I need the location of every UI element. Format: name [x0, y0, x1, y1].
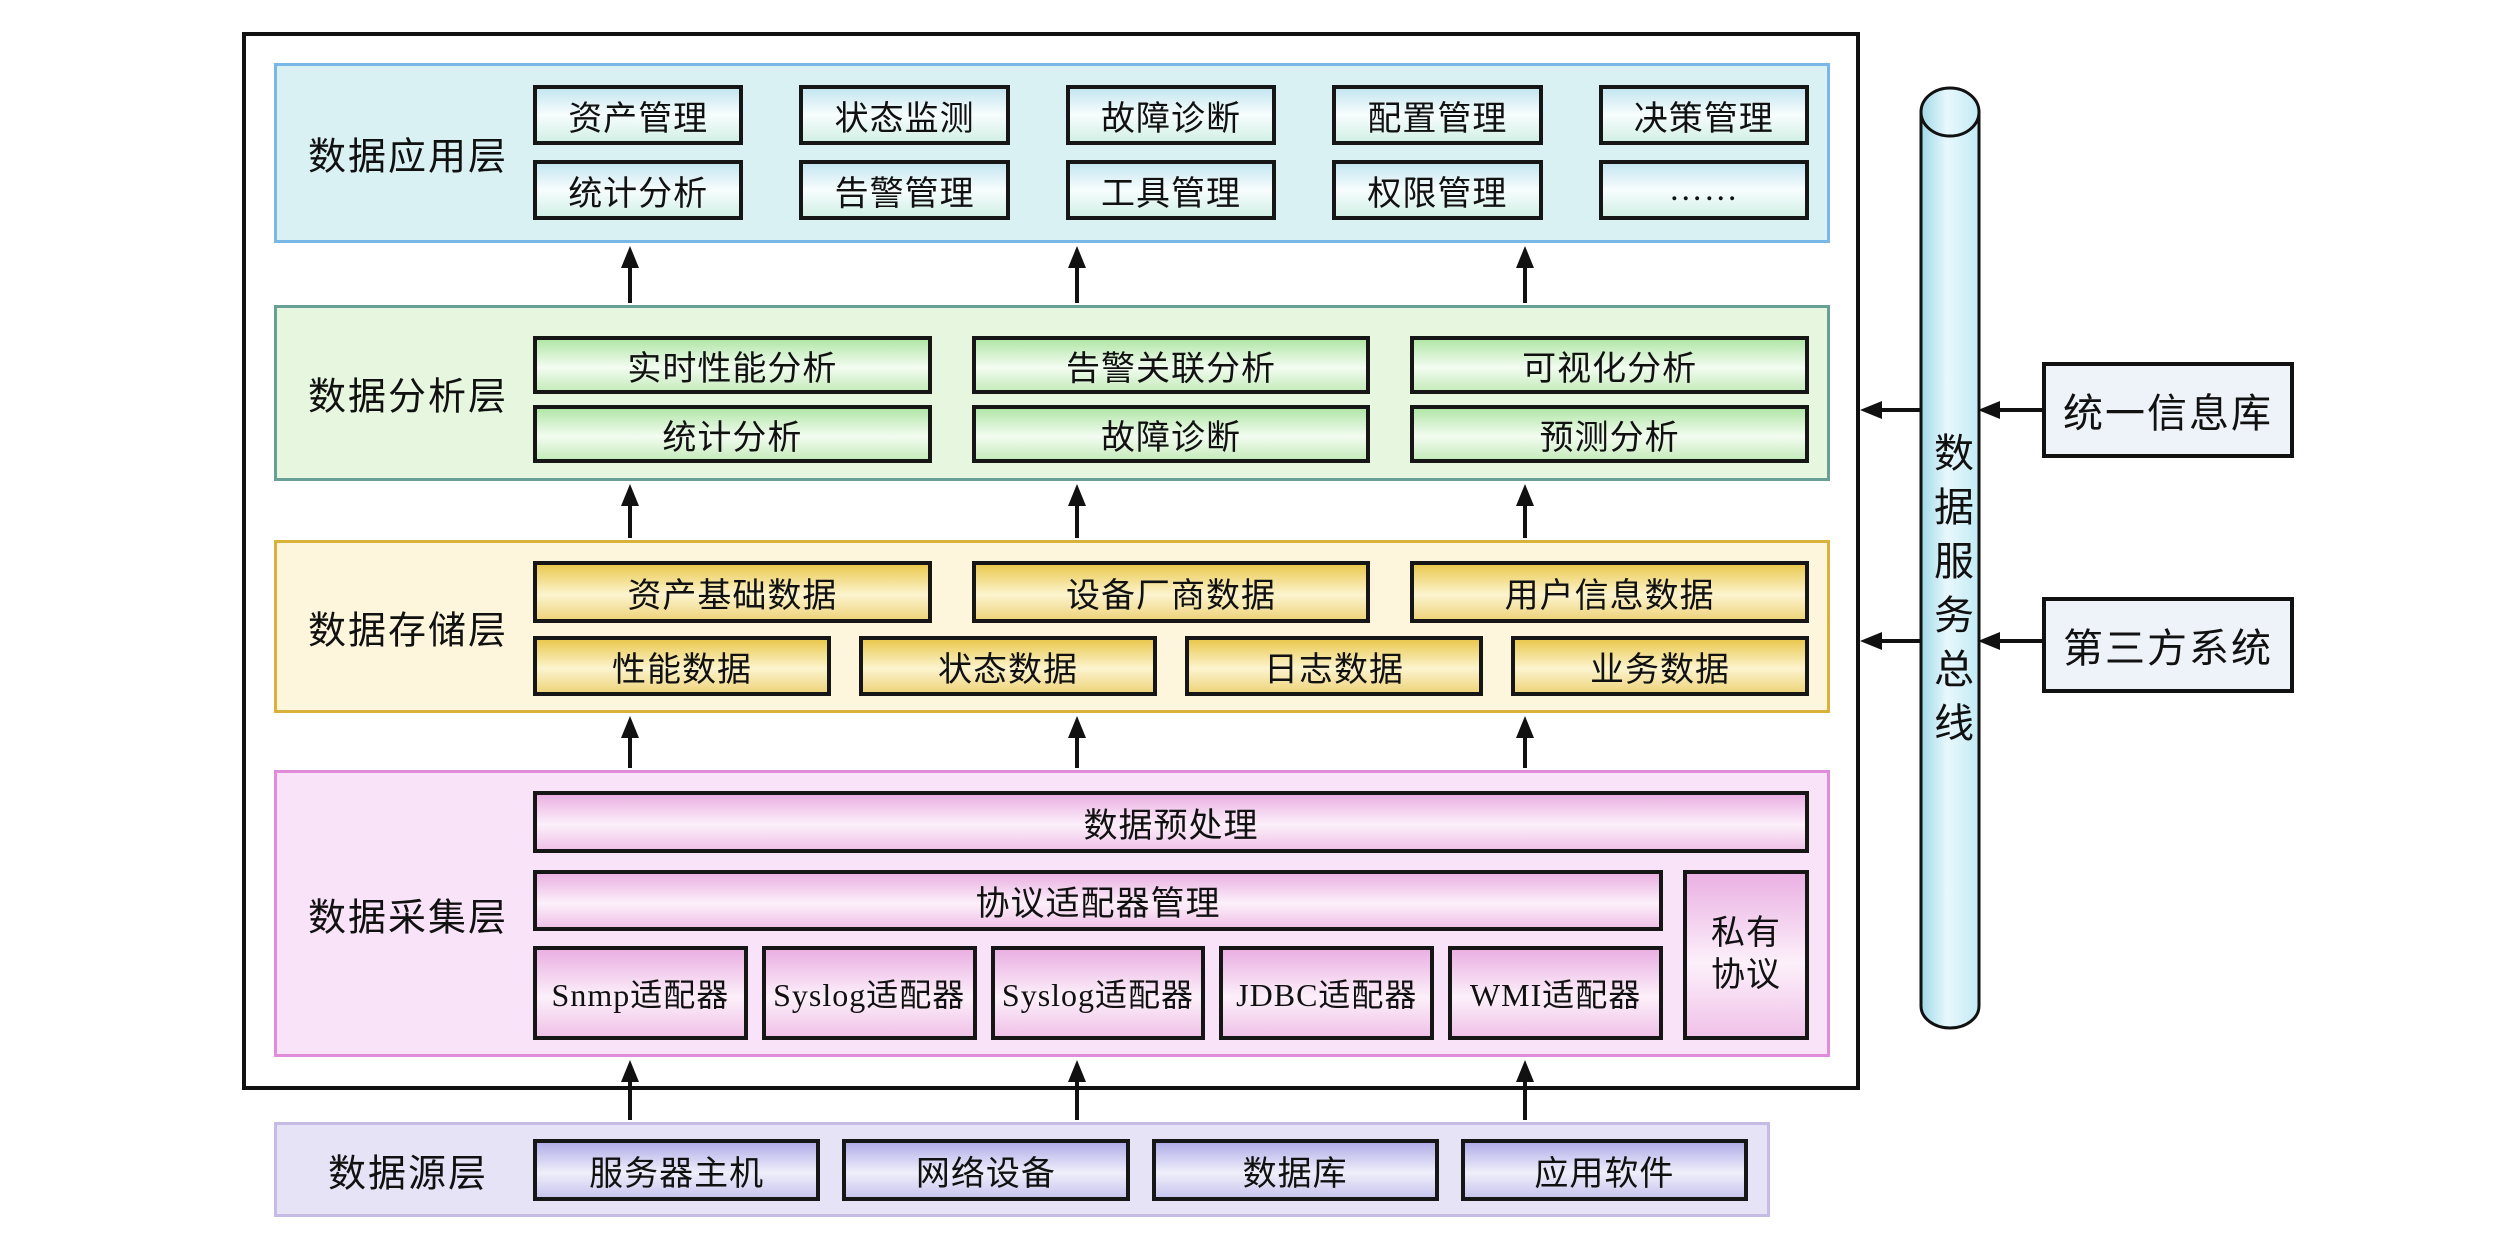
- adapter-box: Syslog适配器: [990, 946, 1206, 1040]
- analysis-box: 实时性能分析: [533, 336, 932, 394]
- preprocess-bar: 数据预处理: [533, 791, 1809, 853]
- up-arrow-icon: [1516, 716, 1534, 768]
- up-arrow-icon: [1068, 246, 1086, 303]
- layer-label-source: 数据源层: [327, 1153, 488, 1195]
- up-arrow-icon: [1516, 484, 1534, 538]
- adapter-box: JDBC适配器: [1219, 946, 1435, 1040]
- adapter-box: Snmp适配器: [533, 946, 748, 1040]
- analysis-box: 统计分析: [533, 405, 932, 463]
- layer-data-storage: 数据存储层 资产基础数据 设备厂商数据 用户信息数据 性能数据 状态数据 日志数…: [274, 540, 1830, 713]
- layer-label-collection: 数据采集层: [307, 897, 508, 939]
- layer-label-analysis: 数据分析层: [307, 376, 508, 419]
- app-box: 统计分析: [533, 160, 744, 220]
- analysis-box: 告警关联分析: [971, 336, 1371, 394]
- up-arrow-icon: [1516, 246, 1534, 303]
- source-box: 应用软件: [1460, 1139, 1748, 1201]
- source-box-grid: 服务器主机 网络设备 数据库 应用软件: [533, 1139, 1748, 1201]
- layer-label-storage: 数据存储层: [307, 610, 508, 652]
- adapter-box: WMI适配器: [1448, 946, 1663, 1040]
- layer-label-application: 数据应用层: [307, 136, 508, 179]
- layer-data-application: 数据应用层 资产管理 状态监测 故障诊断 配置管理 决策管理 统计分析 告警管理…: [274, 63, 1830, 243]
- app-box: 权限管理: [1332, 160, 1543, 220]
- up-arrow-icon: [621, 1060, 639, 1120]
- analysis-box: 故障诊断: [971, 405, 1371, 463]
- adapter-box: Syslog适配器: [761, 946, 977, 1040]
- adapter-management-bar: 协议适配器管理: [533, 870, 1663, 931]
- left-arrow-icon: [1860, 632, 1922, 650]
- storage-box: 业务数据: [1511, 636, 1809, 696]
- app-box: 告警管理: [799, 160, 1010, 220]
- analysis-box-grid: 实时性能分析 告警关联分析 可视化分析 统计分析 故障诊断 预测分析: [533, 336, 1809, 463]
- app-box-ellipsis: ……: [1598, 160, 1809, 220]
- application-box-grid: 资产管理 状态监测 故障诊断 配置管理 决策管理 统计分析 告警管理 工具管理 …: [533, 85, 1809, 220]
- app-box: 决策管理: [1598, 85, 1809, 145]
- layer-data-collection: 数据采集层 数据预处理 协议适配器管理 私有协议 Snmp适配器 Syslog适…: [274, 770, 1830, 1057]
- storage-box: 日志数据: [1185, 636, 1483, 696]
- analysis-box: 可视化分析: [1410, 336, 1809, 394]
- app-box: 工具管理: [1065, 160, 1277, 220]
- up-arrow-icon: [1068, 1060, 1086, 1120]
- layer-data-analysis: 数据分析层 实时性能分析 告警关联分析 可视化分析 统计分析 故障诊断 预测分析: [274, 305, 1830, 481]
- storage-box-grid-row2: 性能数据 状态数据 日志数据 业务数据: [533, 636, 1809, 696]
- source-box: 网络设备: [842, 1139, 1130, 1201]
- storage-box: 用户信息数据: [1410, 561, 1809, 623]
- storage-box: 设备厂商数据: [971, 561, 1371, 623]
- up-arrow-icon: [1068, 484, 1086, 538]
- unified-repository-box: 统一信息库: [2042, 362, 2294, 458]
- up-arrow-icon: [621, 246, 639, 303]
- storage-box: 状态数据: [859, 636, 1157, 696]
- storage-box-grid-row1: 资产基础数据 设备厂商数据 用户信息数据: [533, 561, 1809, 623]
- app-box: 资产管理: [533, 85, 744, 145]
- source-box: 服务器主机: [533, 1139, 821, 1201]
- storage-box: 资产基础数据: [533, 561, 932, 623]
- up-arrow-icon: [1068, 716, 1086, 768]
- app-box: 配置管理: [1332, 85, 1543, 145]
- layer-data-source: 数据源层 服务器主机 网络设备 数据库 应用软件: [274, 1122, 1770, 1217]
- analysis-box: 预测分析: [1410, 405, 1809, 463]
- up-arrow-icon: [1516, 1060, 1534, 1120]
- app-box: 故障诊断: [1065, 85, 1277, 145]
- app-box: 状态监测: [799, 85, 1010, 145]
- left-arrow-icon: [1978, 632, 2042, 650]
- source-box: 数据库: [1151, 1139, 1439, 1201]
- data-service-bus-cylinder: [1919, 86, 1981, 1030]
- storage-box: 性能数据: [533, 636, 831, 696]
- left-arrow-icon: [1860, 401, 1922, 419]
- third-party-system-box: 第三方系统: [2042, 597, 2294, 693]
- up-arrow-icon: [621, 484, 639, 538]
- adapter-box-grid: Snmp适配器 Syslog适配器 Syslog适配器 JDBC适配器 WMI适…: [533, 946, 1663, 1040]
- left-arrow-icon: [1978, 401, 2042, 419]
- up-arrow-icon: [621, 716, 639, 768]
- bus-label: 数据服务总线: [1928, 432, 1973, 756]
- private-protocol-box: 私有协议: [1683, 870, 1809, 1040]
